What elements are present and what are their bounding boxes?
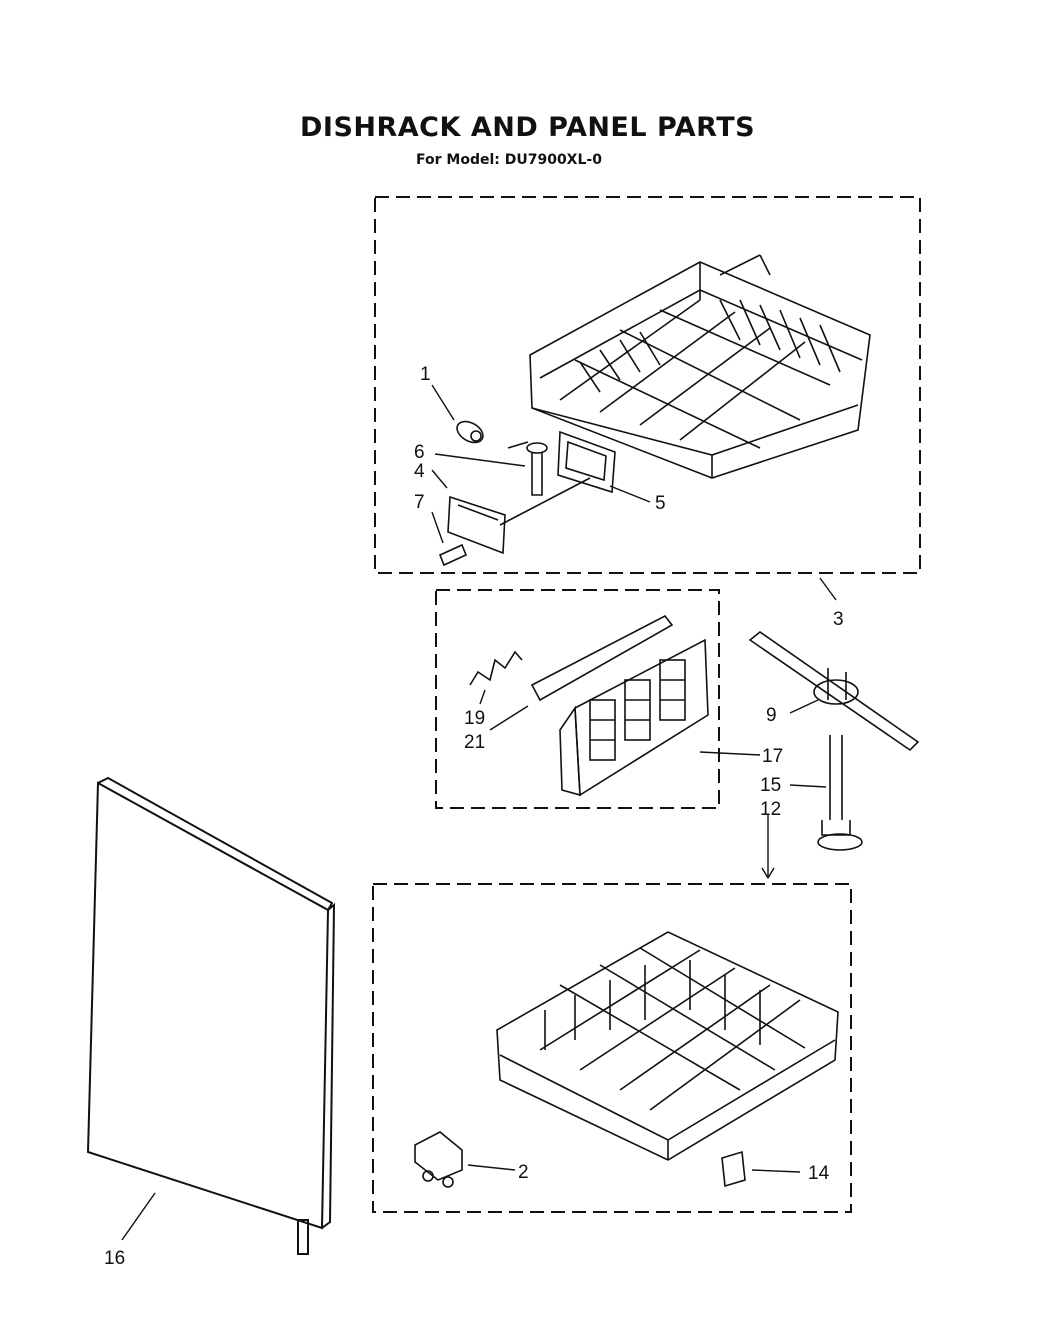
callout-7: 7 bbox=[414, 492, 425, 513]
callout-labels: 1 6 4 7 5 3 19 21 9 17 15 12 2 14 16 bbox=[104, 364, 844, 1269]
door-leader-line bbox=[121, 1192, 156, 1241]
spray-arm-drawing bbox=[748, 631, 920, 851]
callout-6: 6 bbox=[414, 442, 425, 463]
upper-dishrack-drawing bbox=[529, 254, 871, 479]
callout-17: 17 bbox=[762, 746, 783, 767]
spray-leader-lines bbox=[761, 699, 827, 879]
rack-hardware-parts bbox=[438, 420, 616, 567]
callout-4: 4 bbox=[414, 461, 425, 482]
filter-screen-drawing bbox=[469, 614, 709, 797]
lower-rack-parts bbox=[414, 1131, 746, 1188]
callout-15: 15 bbox=[760, 775, 781, 796]
callout-21: 21 bbox=[464, 732, 485, 753]
filter-leader-lines bbox=[479, 689, 761, 756]
diagram-title: DISHRACK AND PANEL PARTS bbox=[300, 112, 756, 143]
lower-rack-group-box bbox=[372, 883, 852, 1213]
callout-5: 5 bbox=[655, 493, 666, 514]
lower-dishrack-drawing bbox=[496, 931, 839, 1161]
callout-16: 16 bbox=[104, 1248, 125, 1269]
upper-leader-lines bbox=[431, 384, 837, 601]
callout-9: 9 bbox=[766, 705, 777, 726]
callout-3: 3 bbox=[833, 609, 844, 630]
lower-leader-lines bbox=[467, 1164, 801, 1173]
callout-1: 1 bbox=[420, 364, 431, 385]
callout-2: 2 bbox=[518, 1162, 529, 1183]
callout-12: 12 bbox=[760, 799, 781, 820]
filter-group-box bbox=[435, 589, 720, 809]
callout-19: 19 bbox=[464, 708, 485, 729]
callout-14: 14 bbox=[808, 1163, 830, 1184]
model-subtitle: For Model: DU7900XL-0 bbox=[416, 152, 602, 168]
upper-rack-group-box bbox=[374, 196, 921, 574]
door-panel-drawing bbox=[86, 776, 336, 1255]
